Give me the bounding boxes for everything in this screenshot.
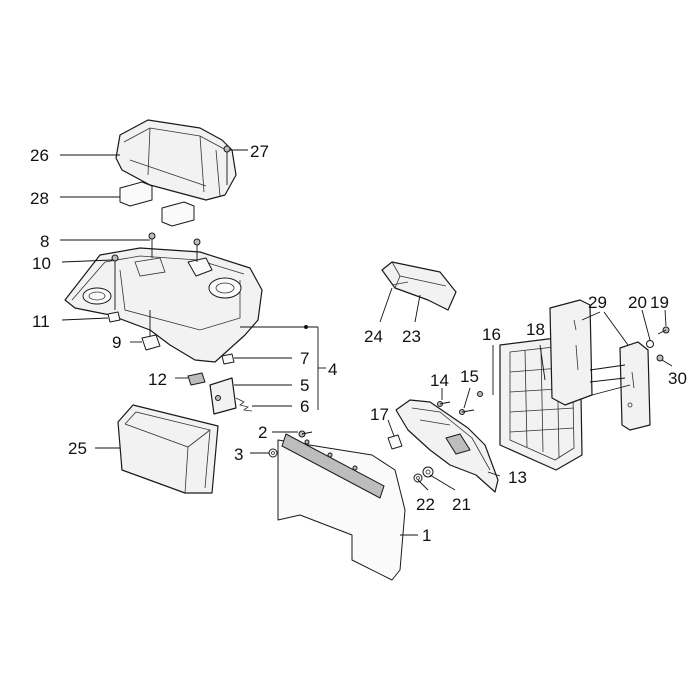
screws-part-14 bbox=[437, 401, 451, 407]
callout-23: 23 bbox=[402, 327, 421, 346]
washer-part-3 bbox=[268, 448, 278, 458]
callout-5: 5 bbox=[300, 376, 309, 395]
nut-part-22 bbox=[413, 473, 423, 483]
spring-part-6 bbox=[235, 397, 253, 412]
callout-4: 4 bbox=[328, 360, 337, 379]
callout-20: 20 bbox=[628, 293, 647, 312]
foam-pads-part-28 bbox=[119, 181, 195, 227]
mudflap-part-1 bbox=[277, 433, 406, 581]
callout-16: 16 bbox=[482, 325, 501, 344]
clip-part-9 bbox=[141, 310, 161, 351]
mount-shafts bbox=[589, 364, 631, 396]
main-tray-part-4 bbox=[64, 247, 263, 363]
callout-22: 22 bbox=[416, 495, 435, 514]
light-cover-part-24 bbox=[391, 281, 409, 286]
callout-17: 17 bbox=[370, 405, 389, 424]
callout-13: 13 bbox=[508, 468, 527, 487]
screw-part-27 bbox=[223, 145, 231, 185]
callout-2: 2 bbox=[258, 423, 267, 442]
callout-26: 26 bbox=[30, 146, 49, 165]
washers-part-21 bbox=[422, 466, 434, 478]
callout-8: 8 bbox=[40, 232, 49, 251]
callout-3: 3 bbox=[234, 445, 243, 464]
callout-labels: 26 27 28 8 10 11 9 12 7 4 5 6 25 2 3 1 2… bbox=[30, 142, 687, 545]
screw-part-19 bbox=[657, 326, 670, 335]
callout-15: 15 bbox=[460, 367, 479, 386]
screws-part-8 bbox=[148, 232, 201, 262]
callout-27: 27 bbox=[250, 142, 269, 161]
screw-part-10 bbox=[111, 254, 119, 310]
leader-lines bbox=[60, 149, 673, 536]
callout-19: 19 bbox=[650, 293, 669, 312]
clip-part-11 bbox=[107, 311, 121, 323]
latch-part-5 bbox=[209, 377, 237, 415]
callout-1: 1 bbox=[422, 526, 431, 545]
bulb-part-17 bbox=[387, 434, 403, 450]
tail-light-part-13 bbox=[395, 399, 499, 493]
callout-30: 30 bbox=[668, 369, 687, 388]
light-bracket-part-23 bbox=[381, 261, 457, 311]
washer-part-20 bbox=[646, 340, 654, 348]
storage-box-part-25 bbox=[117, 404, 219, 494]
callout-10: 10 bbox=[32, 254, 51, 273]
callout-6: 6 bbox=[300, 397, 309, 416]
bracket-part-18 bbox=[549, 299, 593, 406]
screws-part-15 bbox=[459, 391, 483, 415]
clip-part-12 bbox=[187, 372, 206, 386]
callout-12: 12 bbox=[148, 370, 167, 389]
clip-part-7 bbox=[221, 353, 235, 365]
callout-28: 28 bbox=[30, 189, 49, 208]
callout-24: 24 bbox=[364, 327, 383, 346]
screw-part-2 bbox=[298, 430, 313, 438]
callout-11: 11 bbox=[32, 312, 50, 331]
callout-7: 7 bbox=[300, 349, 309, 368]
callout-18: 18 bbox=[526, 320, 545, 339]
callout-14: 14 bbox=[430, 371, 449, 390]
bracket-part-29 bbox=[619, 341, 651, 431]
nut-part-30 bbox=[656, 354, 664, 362]
callout-29: 29 bbox=[588, 293, 607, 312]
top-cover-part-26 bbox=[115, 119, 237, 201]
callout-9: 9 bbox=[112, 333, 121, 352]
callout-21: 21 bbox=[452, 495, 471, 514]
callout-25: 25 bbox=[68, 439, 87, 458]
